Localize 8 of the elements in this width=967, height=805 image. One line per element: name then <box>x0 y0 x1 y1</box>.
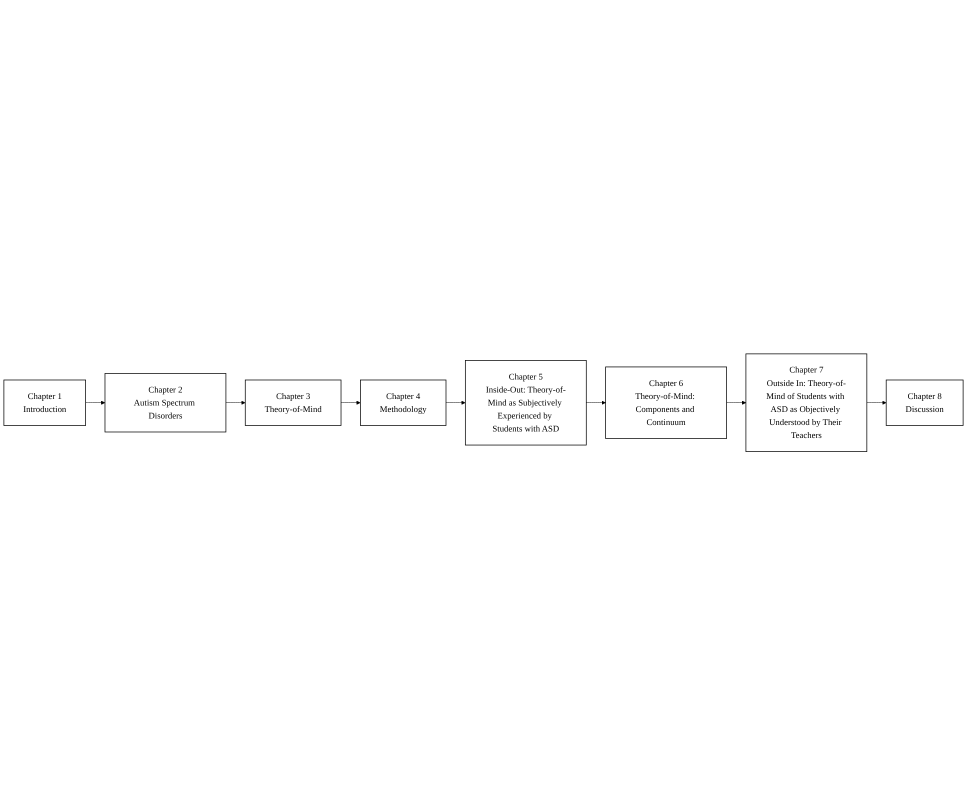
node-box: Chapter 5 Inside-Out: Theory-of-Mind as Subjectively Experienced by Students with ASD <box>464 360 587 446</box>
node-box: Chapter 2 Autism Spectrum Disorders <box>104 372 226 432</box>
node-box: Chapter 7 Outside In: Theory-of-Mind of Students with ASD as Objectively Understood by Their Teachers <box>746 353 868 452</box>
node-box: Chapter 4 Methodology <box>360 379 446 426</box>
node-box: Chapter 8 Discussion <box>886 379 964 426</box>
node-box: Chapter 3 Theory-of-Mind <box>244 379 342 426</box>
node-box: Chapter 1 Introduction <box>4 379 86 426</box>
node-box: Chapter 6 Theory-of-Mind: Components and Continuum <box>605 366 727 439</box>
